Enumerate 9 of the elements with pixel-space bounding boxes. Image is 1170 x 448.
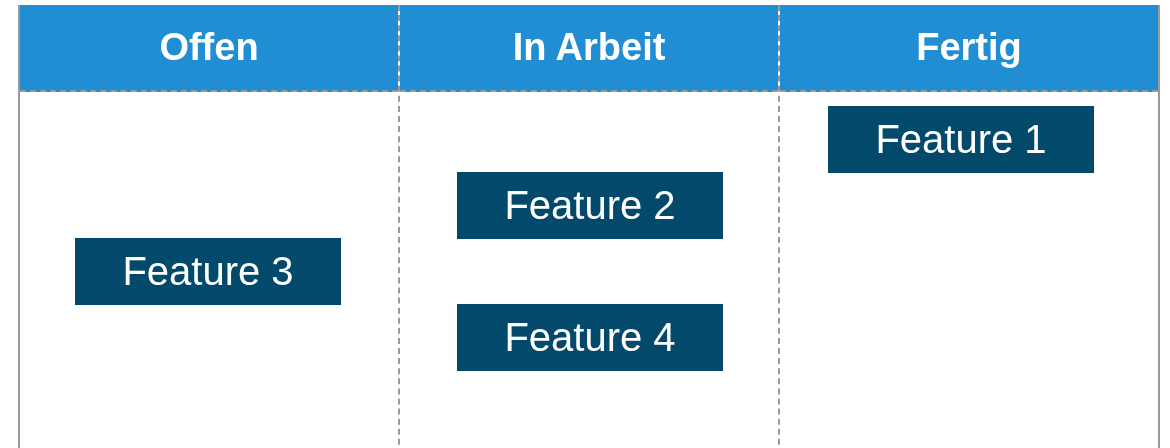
task-card: Feature 2 — [457, 172, 723, 239]
column-header: In Arbeit — [400, 5, 778, 92]
column-header: Offen — [20, 5, 398, 92]
task-card: Feature 4 — [457, 304, 723, 371]
column-header: Fertig — [780, 5, 1158, 92]
task-card: Feature 3 — [75, 238, 341, 305]
board-column — [780, 5, 1160, 448]
task-card: Feature 1 — [828, 106, 1094, 173]
board-column — [18, 5, 400, 448]
